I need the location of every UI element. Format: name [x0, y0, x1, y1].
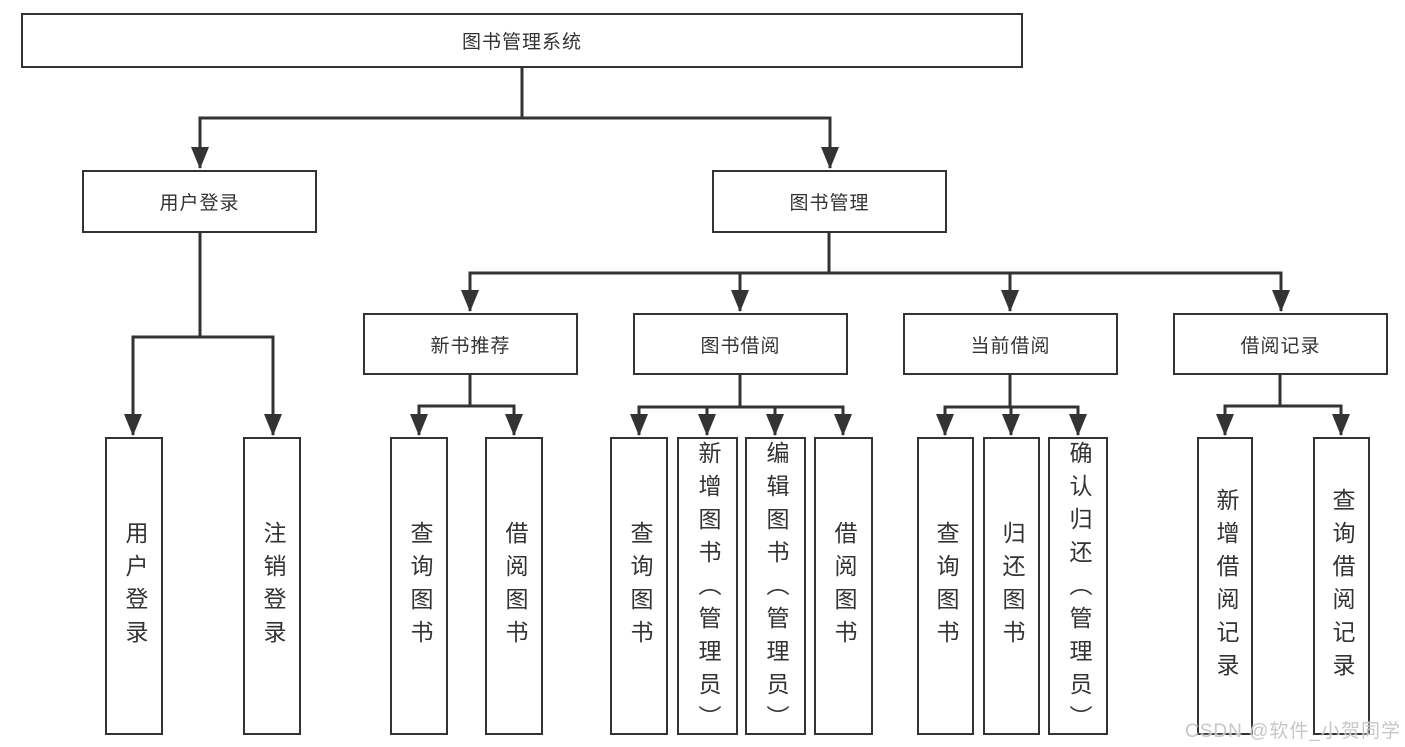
connector-new-book-recommend-to-leaves — [410, 375, 523, 436]
connector-root-to-branches — [191, 66, 839, 169]
leaf-add-books-admin: 新增图书（管理员） — [677, 437, 738, 738]
leaf-edit-books-admin: 编辑图书（管理员） — [745, 437, 806, 738]
leaf-query-books-borrow: 查询图书 — [610, 437, 668, 735]
node-book-borrow: 图书借阅 — [633, 313, 848, 375]
connector-book-management-to-groups — [461, 233, 1290, 312]
leaf-logout: 注销登录 — [243, 437, 301, 735]
leaf-query-borrow-record: 查询借阅记录 — [1313, 437, 1370, 735]
node-current-borrow: 当前借阅 — [903, 313, 1118, 375]
leaf-confirm-return-admin: 确认归还（管理员） — [1048, 437, 1108, 738]
connector-user-login-to-leaves — [124, 233, 282, 436]
leaf-query-books-current: 查询图书 — [917, 437, 974, 735]
node-user-login-branch: 用户登录 — [82, 170, 317, 233]
connector-book-borrow-to-leaves — [630, 375, 852, 436]
leaf-return-books: 归还图书 — [983, 437, 1040, 735]
node-root-system: 图书管理系统 — [21, 13, 1023, 68]
node-borrow-records: 借阅记录 — [1173, 313, 1388, 375]
leaf-user-login: 用户登录 — [105, 437, 163, 735]
leaf-borrow-books: 借阅图书 — [814, 437, 873, 735]
node-new-book-recommend: 新书推荐 — [363, 313, 578, 375]
leaf-query-books-recommend: 查询图书 — [390, 437, 448, 735]
node-book-management-branch: 图书管理 — [712, 170, 947, 233]
csdn-watermark: CSDN @软件_小贺同学 — [1185, 721, 1401, 742]
leaf-borrow-books-recommend: 借阅图书 — [485, 437, 543, 735]
connector-current-borrow-to-leaves — [936, 375, 1087, 436]
connector-borrow-records-to-leaves — [1216, 375, 1350, 436]
leaf-add-borrow-record: 新增借阅记录 — [1197, 437, 1253, 735]
